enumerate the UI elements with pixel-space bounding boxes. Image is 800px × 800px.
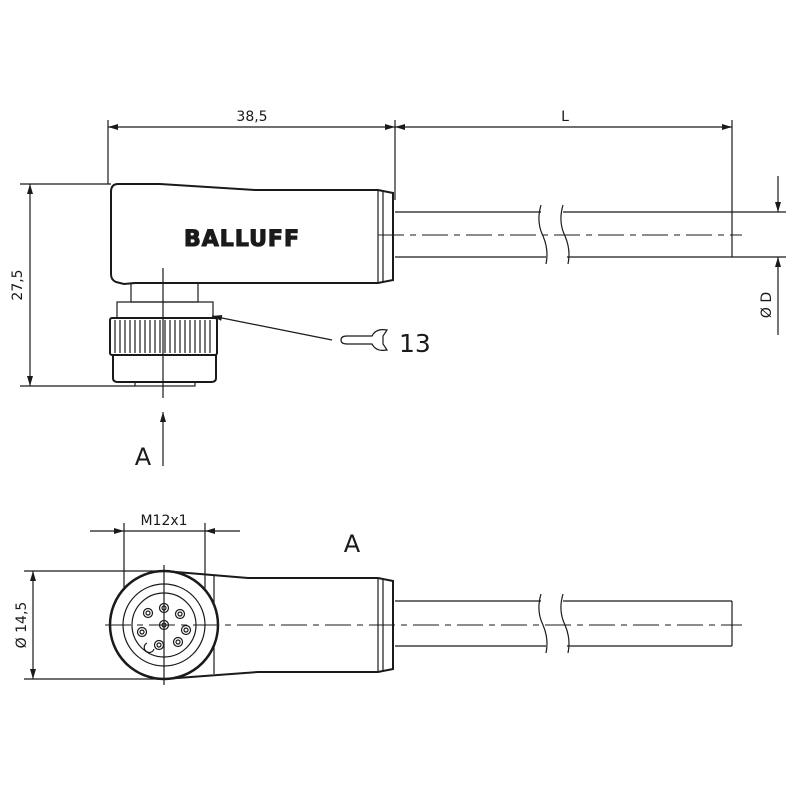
contact-pin [156, 642, 162, 648]
dim-27-5-label: 27,5 [10, 269, 26, 300]
contact-pin [142, 607, 154, 619]
contact-pin [175, 639, 181, 645]
balluff-logo: BALLUFF [184, 227, 300, 252]
dimension-l: L [395, 109, 732, 130]
wrench-icon [340, 329, 389, 351]
coupling-nut [109, 268, 218, 398]
wrench-size-label: 13 [399, 329, 431, 358]
dim-14-5-label: Ø 14,5 [14, 602, 30, 649]
contact-pin [145, 610, 151, 616]
view-arrow-label: A [135, 443, 152, 471]
front-view: A M12x1 Ø 14,5 [14, 513, 742, 685]
contact-pin [136, 626, 148, 638]
contact-pin [177, 611, 183, 617]
view-arrow-a: A [135, 412, 166, 471]
dimension-38-5: 38,5 [107, 109, 733, 212]
socket-face [105, 565, 742, 685]
wrench-callout: 13 [211, 315, 431, 358]
dimension-27-5: 27,5 [10, 183, 135, 387]
view-label: A [344, 530, 361, 558]
top-view: 38,5 L 27,5 BALLUFF [10, 109, 786, 471]
dimension-diameter-14-5: Ø 14,5 [14, 570, 164, 680]
contact-pin [172, 636, 184, 648]
contact-pin [174, 608, 186, 620]
contact-pin [183, 627, 189, 633]
dim-38-5-label: 38,5 [236, 109, 267, 125]
dimension-diameter-d: Ø D [732, 176, 786, 335]
cable-top [378, 204, 742, 265]
contact-pin [180, 624, 192, 636]
connector-body: BALLUFF [110, 183, 394, 286]
m12x1-label: M12x1 [140, 513, 187, 529]
dim-d-label: Ø D [759, 292, 775, 318]
contact-pin [139, 629, 145, 635]
dim-l-label: L [561, 109, 569, 125]
cable-front [395, 593, 733, 654]
